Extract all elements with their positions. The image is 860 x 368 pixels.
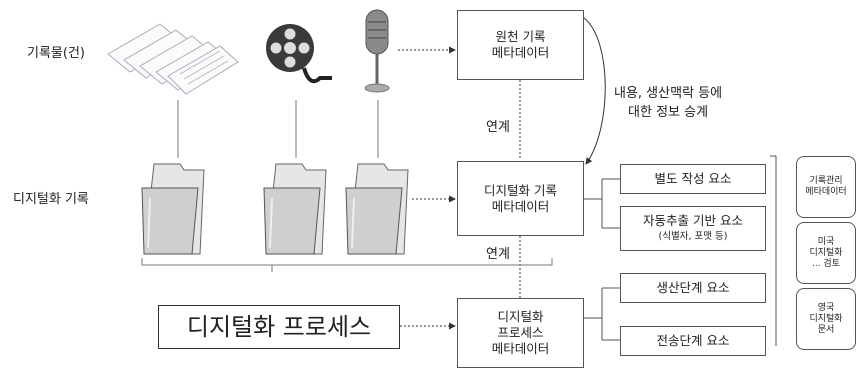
inherit-note: 내용, 생산맥락 등에 대한 정보 승계 (614, 82, 722, 120)
process-metadata-line3: 메타데이터 (491, 341, 550, 356)
production-element-box: 생산단계 요소 (620, 273, 766, 303)
digitized-metadata-line1: 디지털화 기록 (484, 182, 557, 198)
documents-icon (107, 23, 239, 95)
side-box-line: 디지털화 (809, 247, 843, 258)
side-box-uk-digitization: 영국 디지털화 문서 (796, 288, 856, 350)
side-box-records-metadata: 기록관리 메타데이터 (796, 156, 856, 218)
digitization-process-box: 디지털화 프로세스 (158, 305, 400, 349)
process-metadata-line1: 디지털화 (497, 309, 544, 324)
original-metadata-box: 원천 기록 메타데이터 (457, 10, 584, 80)
folder-icon (345, 163, 409, 255)
side-box-us-digitization: 미국 디지털화 ... 검토 (796, 222, 856, 284)
folder-icon (141, 163, 205, 255)
link-label: 연계 (484, 243, 512, 262)
inherit-note-line1: 내용, 생산맥락 등에 (614, 86, 723, 101)
process-metadata-box: 디지털화 프로세스 메타데이터 (457, 298, 584, 368)
side-box-line: 디지털화 (809, 313, 843, 324)
folder-icon (263, 163, 327, 255)
connector-lines (141, 17, 777, 346)
side-box-line: 메타데이터 (805, 187, 847, 197)
separate-element-box: 별도 작성 요소 (620, 164, 766, 194)
microphone-icon (364, 9, 390, 93)
auto-element-box: 자동추출 기반 요소 (식별자, 포맷 등) (620, 206, 766, 251)
side-box-line: 문서 (817, 324, 835, 335)
side-box-line: 기록관리 (809, 176, 843, 186)
records-label: 기록물(건) (27, 46, 85, 61)
inherit-note-line2: 대한 정보 승계 (628, 105, 709, 120)
digitized-metadata-box: 디지털화 기록 메타데이터 (457, 161, 584, 236)
digitized-metadata-line2: 메타데이터 (491, 198, 550, 214)
side-box-line: 미국 (817, 236, 835, 247)
transfer-element-box: 전송단계 요소 (620, 326, 766, 356)
auto-element-sublabel: (식별자, 포맷 등) (658, 230, 728, 242)
side-box-line: 영국 (817, 302, 835, 313)
process-metadata-line2: 프로세스 (497, 325, 544, 340)
film-reel-icon (266, 24, 332, 84)
auto-element-label: 자동추출 기반 요소 (643, 212, 743, 228)
side-box-line: ... 검토 (811, 258, 840, 269)
link-label: 연계 (484, 116, 512, 135)
digitization-label: 디지털화 기록 (13, 192, 89, 207)
original-metadata-line2: 메타데이터 (491, 45, 550, 60)
original-metadata-line1: 원천 기록 (495, 29, 546, 44)
